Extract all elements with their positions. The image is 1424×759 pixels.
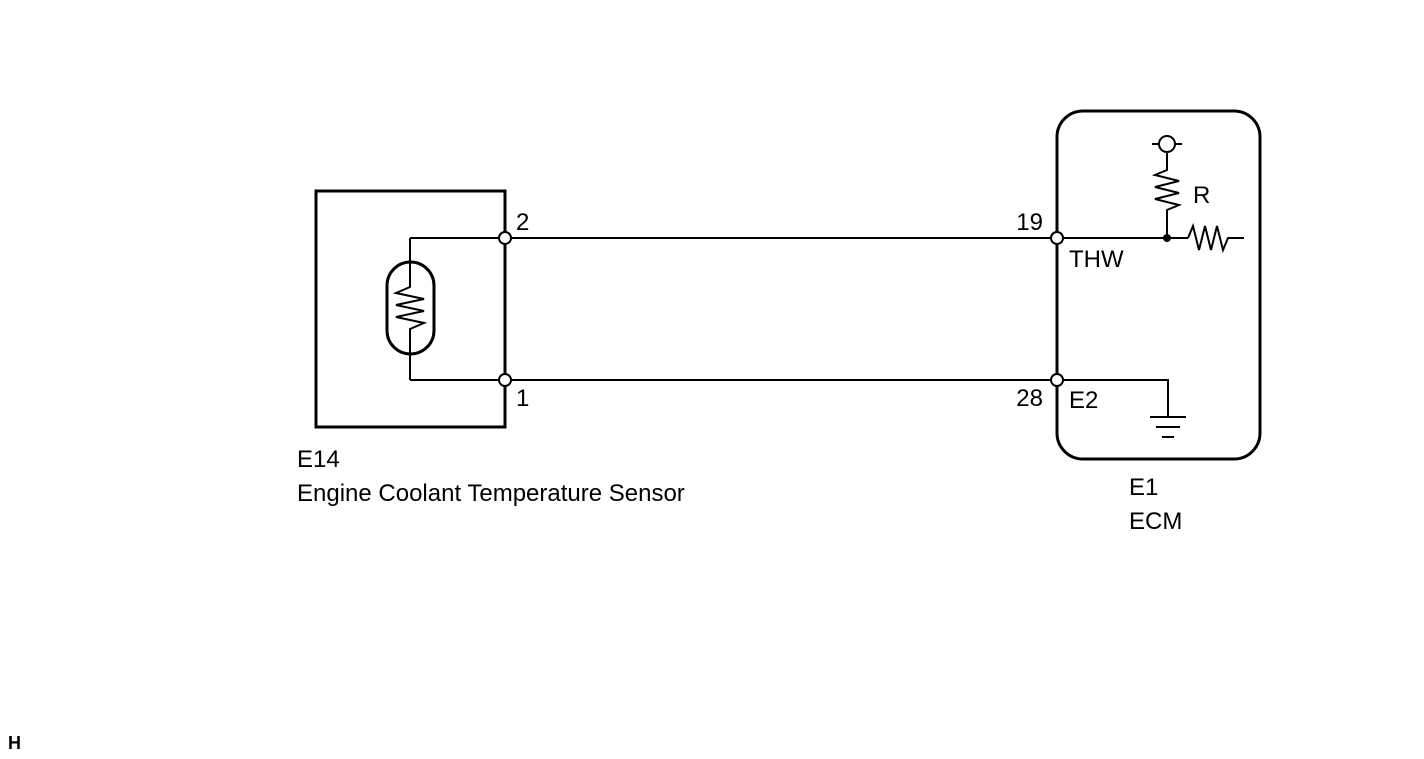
ecm-signal-thw: THW	[1069, 246, 1124, 273]
corner-mark: H	[8, 733, 21, 753]
ecm-terminal-19	[1050, 231, 1064, 245]
supply-terminal-icon	[1158, 135, 1176, 153]
ecm-housing	[1055, 109, 1262, 461]
sensor-terminal-1	[498, 373, 512, 387]
sensor-pin-bottom-label: 1	[516, 385, 529, 412]
resistor-label: R	[1193, 182, 1210, 209]
sensor-pin-top-label: 2	[516, 209, 529, 236]
ecm-code: E1	[1129, 474, 1158, 501]
input-resistor-icon	[1187, 222, 1244, 254]
sensor-name: Engine Coolant Temperature Sensor	[297, 480, 685, 507]
sensor-terminal-2	[498, 231, 512, 245]
ecm-internal-e2-line	[1057, 379, 1169, 417]
junction-dot	[1163, 234, 1171, 242]
ecm-terminal-28	[1050, 373, 1064, 387]
ecm-pin-thw-number: 19	[1016, 209, 1043, 236]
ecm-name: ECM	[1129, 508, 1182, 535]
sensor-component	[314, 189, 507, 429]
pullup-resistor-icon	[1151, 152, 1183, 238]
ecm-pin-e2-number: 28	[1016, 385, 1043, 412]
sensor-housing	[314, 189, 507, 429]
thermistor-resistor-icon	[392, 238, 428, 380]
sensor-code: E14	[297, 446, 340, 473]
ecm-component	[1055, 109, 1262, 461]
ecm-signal-e2: E2	[1069, 387, 1098, 414]
